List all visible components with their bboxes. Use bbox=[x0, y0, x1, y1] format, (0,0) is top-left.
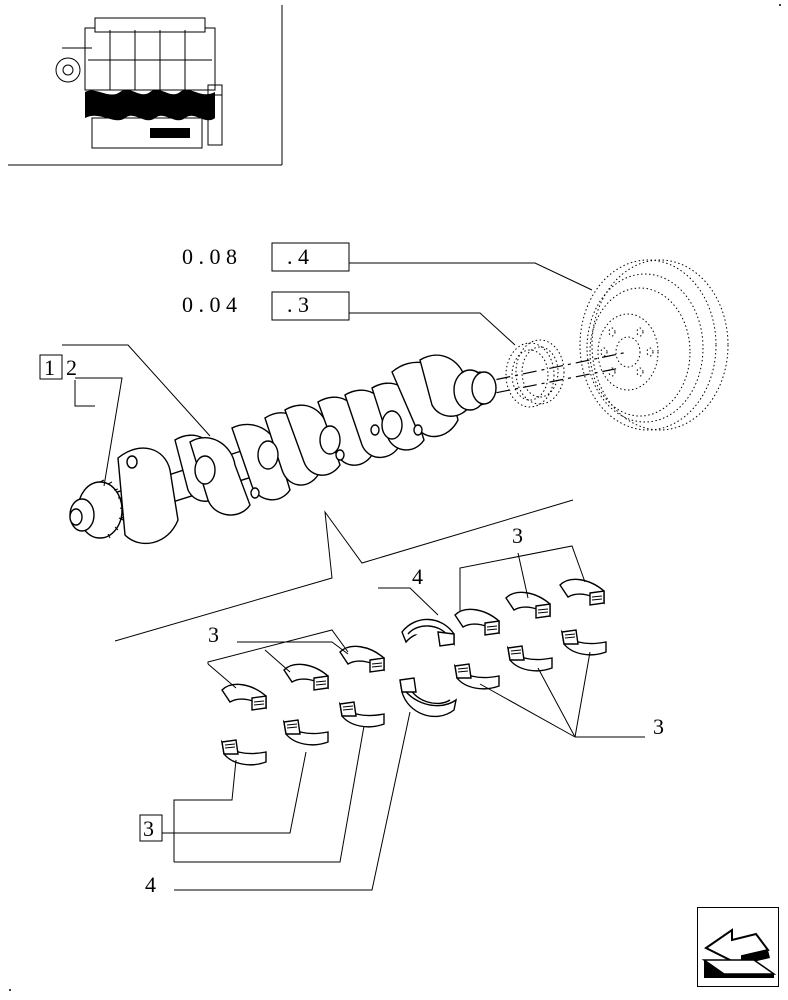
item-3-box bbox=[139, 814, 163, 842]
bearing-shell-icon bbox=[282, 719, 329, 746]
flywheel-reference-label: 0 . 0 8 . 4 bbox=[182, 242, 350, 272]
item-4-lower-label: 4 bbox=[145, 872, 156, 897]
item-3-upper-right-label: 3 bbox=[512, 523, 523, 548]
bearing-shell-icon bbox=[559, 578, 605, 606]
item-3-leader bbox=[264, 649, 291, 673]
item-1-label: 1 bbox=[44, 355, 55, 380]
item-3-leader bbox=[237, 641, 349, 655]
item-3-boxed-label: 3 bbox=[143, 816, 154, 841]
item-3-leader bbox=[162, 751, 307, 834]
item-3-leader bbox=[479, 683, 576, 738]
section-break-line bbox=[114, 499, 574, 642]
flywheel-leader bbox=[349, 262, 593, 291]
item-4-upper-label: 4 bbox=[412, 564, 423, 589]
return-arrow-icon bbox=[701, 928, 777, 978]
item-1-leader bbox=[62, 344, 211, 437]
item-3-bracket bbox=[173, 759, 237, 862]
item-3-leader bbox=[574, 651, 591, 738]
item-4-leader bbox=[174, 711, 411, 891]
item-3-right-label: 3 bbox=[653, 714, 664, 739]
bearing-shell-icon bbox=[454, 608, 500, 636]
item-3-bracket bbox=[207, 629, 349, 664]
ref-pulley-prefix: 0 . 0 4 bbox=[182, 292, 237, 317]
thrust-bearing-upper-icon bbox=[401, 618, 455, 647]
item-3-leader bbox=[517, 552, 529, 599]
item-3-leader bbox=[174, 725, 365, 863]
bearing-shell-icon bbox=[221, 683, 267, 711]
bearing-shell-icon bbox=[453, 663, 500, 690]
corner-dot bbox=[9, 989, 11, 991]
bearing-shell-icon bbox=[506, 645, 553, 672]
ref-flywheel-box bbox=[271, 242, 350, 272]
ref-pulley-box bbox=[271, 291, 350, 321]
crankshaft-icon bbox=[69, 354, 497, 545]
item-4-leader bbox=[378, 587, 439, 616]
pulley-leader bbox=[349, 312, 516, 346]
bearing-shell-icon bbox=[560, 629, 607, 656]
item-3-upper-left-label: 3 bbox=[208, 622, 219, 647]
pulley-reference-label: 0 . 0 4 . 3 bbox=[182, 291, 350, 321]
bearing-shells bbox=[220, 578, 607, 766]
thrust-bearing-lower-icon bbox=[399, 677, 458, 718]
item-2-bracket bbox=[74, 380, 95, 407]
item-3-leader bbox=[207, 663, 237, 689]
bearing-shell-icon bbox=[220, 739, 267, 766]
engine-thumbnail-icon bbox=[8, 5, 283, 166]
item-1-box bbox=[39, 354, 63, 380]
bearing-shell-icon bbox=[339, 645, 385, 673]
item-3-leader bbox=[537, 667, 576, 738]
return-arrow-button[interactable] bbox=[697, 907, 779, 987]
bearing-shell-icon bbox=[283, 663, 329, 691]
corner-dot bbox=[779, 4, 781, 6]
item-2-label: 2 bbox=[66, 355, 77, 380]
bearing-shell-icon bbox=[338, 701, 385, 728]
item-2-leader bbox=[75, 377, 123, 487]
pulley-ring-icon bbox=[505, 339, 565, 408]
bearing-shell-icon bbox=[505, 591, 551, 619]
ref-flywheel-prefix: 0 . 0 8 bbox=[182, 244, 237, 269]
ref-pulley-suffix: . 3 bbox=[287, 292, 309, 317]
axis-line bbox=[469, 367, 621, 399]
ref-flywheel-suffix: . 4 bbox=[287, 244, 309, 269]
flywheel-icon bbox=[579, 259, 729, 431]
item-3-bracket bbox=[459, 545, 586, 612]
